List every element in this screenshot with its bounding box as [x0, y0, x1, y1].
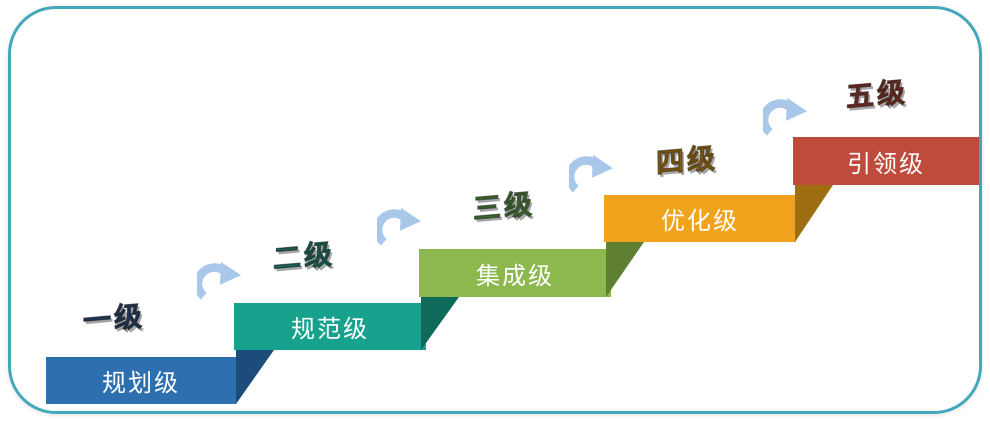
- level-3-bar: 集成级: [419, 249, 611, 297]
- arrow-head: [786, 97, 807, 121]
- curved-arrow-icon: [197, 261, 241, 300]
- fold-2: [421, 297, 459, 350]
- level-4-name: 优化级: [661, 208, 739, 235]
- curved-arrow-icon: [763, 97, 807, 136]
- arrow-arc: [377, 209, 408, 246]
- fold-1: [236, 350, 274, 404]
- level-3-label: 三级: [472, 188, 536, 225]
- curved-arrow-icon: [377, 207, 421, 246]
- level-1-bar: 规划级: [46, 357, 236, 404]
- level-5-name: 引领级: [847, 150, 925, 178]
- arrow-head: [400, 207, 421, 231]
- level-2-bar: 规范级: [234, 303, 426, 350]
- diagram-frame: 一级 规划级 二级 规范级 三级 集成级 四级 优化级 五级 引领级: [8, 6, 982, 414]
- arrow-arc: [569, 156, 600, 193]
- fold-3: [606, 242, 644, 297]
- arrow-arc: [763, 99, 794, 136]
- level-4-bar: 优化级: [604, 195, 796, 242]
- arrow-arc: [197, 263, 228, 300]
- arrow-head: [220, 261, 241, 285]
- arrow-head: [592, 154, 613, 178]
- level-5-label: 五级: [845, 76, 909, 113]
- level-1-name: 规划级: [102, 370, 180, 397]
- fold-4: [795, 185, 833, 242]
- level-3-name: 集成级: [476, 262, 554, 290]
- level-1-label: 一级: [82, 300, 146, 337]
- level-5-bar: 引领级: [793, 137, 979, 185]
- level-4-label: 四级: [655, 142, 719, 179]
- curved-arrow-icon: [569, 154, 613, 193]
- level-2-name: 规范级: [291, 316, 369, 343]
- level-2-label: 二级: [272, 238, 336, 275]
